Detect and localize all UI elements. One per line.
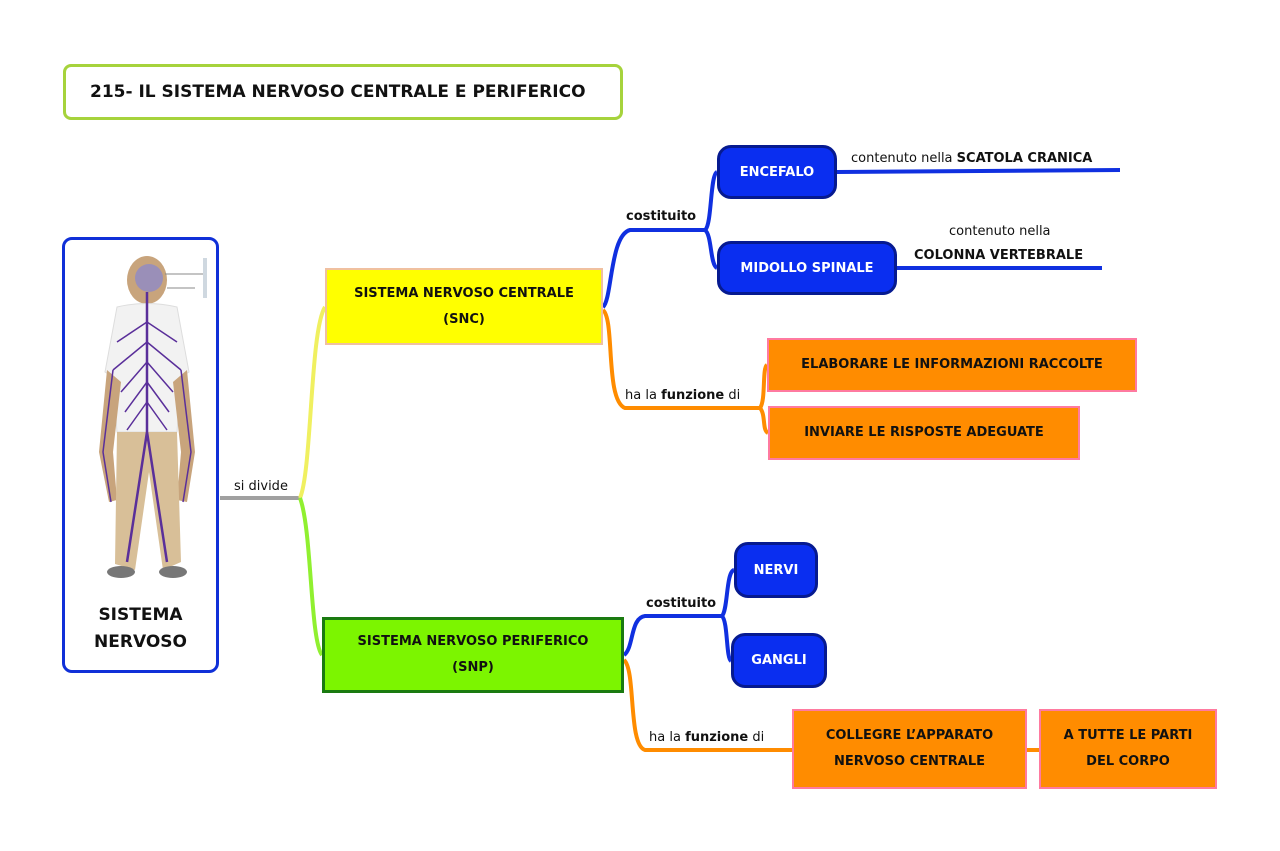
funzione-snc-2-label: INVIARE LE RISPOSTE ADEGUATE [804, 425, 1044, 440]
f2-branch [758, 406, 770, 435]
snc-funzione-prefix: ha la [625, 388, 662, 403]
snp-funzione-suffix: di [748, 730, 765, 745]
snc-costituito-label: costituito [626, 209, 697, 224]
encefalo-label: ENCEFALO [739, 164, 815, 180]
nervi-branch [720, 568, 736, 618]
snp-funzione-prefix: ha la [649, 730, 686, 745]
snp-connector [298, 497, 324, 657]
encefalo-note-prefix: contenuto nella [851, 151, 957, 166]
funzione-snp-target[interactable]: A TUTTE LE PARTI DEL CORPO [1039, 709, 1217, 789]
snp-funzione-bold: funzione [685, 730, 749, 745]
page-title: 215- IL SISTEMA NERVOSO CENTRALE E PERIF… [63, 64, 623, 120]
gangli-branch [720, 614, 733, 663]
root-link-label: si divide [234, 479, 288, 494]
f1-branch [758, 363, 769, 410]
page-title-text: 215- IL SISTEMA NERVOSO CENTRALE E PERIF… [90, 82, 586, 102]
midollo-node[interactable]: MIDOLLO SPINALE [717, 241, 897, 295]
encefalo-note: contenuto nella SCATOLA CRANICA [851, 151, 1092, 166]
snp-funzione-line [622, 658, 792, 752]
snp-label-line2: (SNP) [452, 660, 494, 675]
root-label-line1: SISTEMA [98, 605, 183, 625]
midollo-note-line1: contenuto nella [949, 224, 1051, 239]
funzione-snp-line2: NERVOSO CENTRALE [834, 754, 985, 769]
human-nervous-system-figure [99, 256, 207, 578]
snp-costituito-line [622, 614, 722, 657]
snc-connector [298, 305, 327, 499]
snp-label-line1: SISTEMA NERVOSO PERIFERICO [357, 634, 589, 649]
encefalo-branch [703, 170, 719, 232]
encefalo-node[interactable]: ENCEFALO [717, 145, 837, 199]
snc-funzione-suffix: di [724, 388, 741, 403]
midollo-note-line2: COLONNA VERTEBRALE [914, 248, 1084, 263]
nervi-node[interactable]: NERVI [734, 542, 818, 598]
snc-label-line2: (SNC) [443, 311, 485, 327]
snp-node[interactable]: SISTEMA NERVOSO PERIFERICO (SNP) [322, 617, 624, 693]
funzione-snp-line1: COLLEGRE L’APPARATO [825, 728, 994, 743]
snc-node[interactable]: SISTEMA NERVOSO CENTRALE (SNC) [325, 268, 603, 345]
funzione-snc-1[interactable]: ELABORARE LE INFORMAZIONI RACCOLTE [767, 338, 1137, 392]
root-label-line2: NERVOSO [94, 632, 187, 652]
snc-label-line1: SISTEMA NERVOSO CENTRALE [354, 285, 574, 301]
gangli-label: GANGLI [751, 653, 807, 668]
midollo-branch [703, 228, 719, 270]
funzione-snc-1-label: ELABORARE LE INFORMAZIONI RACCOLTE [801, 357, 1103, 372]
funzione-snp[interactable]: COLLEGRE L’APPARATO NERVOSO CENTRALE [792, 709, 1027, 789]
nervi-label: NERVI [753, 562, 799, 578]
snc-costituito-line [601, 228, 705, 309]
encefalo-note-bold: SCATOLA CRANICA [956, 151, 1093, 166]
midollo-label: MIDOLLO SPINALE [740, 260, 874, 276]
gangli-node[interactable]: GANGLI [731, 633, 827, 688]
funzione-snp-target-line1: A TUTTE LE PARTI [1063, 728, 1193, 743]
root-node-sistema-nervoso[interactable]: SISTEMA NERVOSO [62, 237, 219, 673]
snp-funzione-label: ha la funzione di [649, 730, 764, 745]
snc-funzione-bold: funzione [661, 388, 725, 403]
snc-funzione-line [601, 308, 760, 410]
funzione-snc-2[interactable]: INVIARE LE RISPOSTE ADEGUATE [768, 406, 1080, 460]
funzione-snp-target-line2: DEL CORPO [1086, 754, 1170, 769]
snc-funzione-label: ha la funzione di [625, 388, 740, 403]
encefalo-note-line [836, 168, 1121, 174]
snp-costituito-label: costituito [646, 596, 717, 611]
